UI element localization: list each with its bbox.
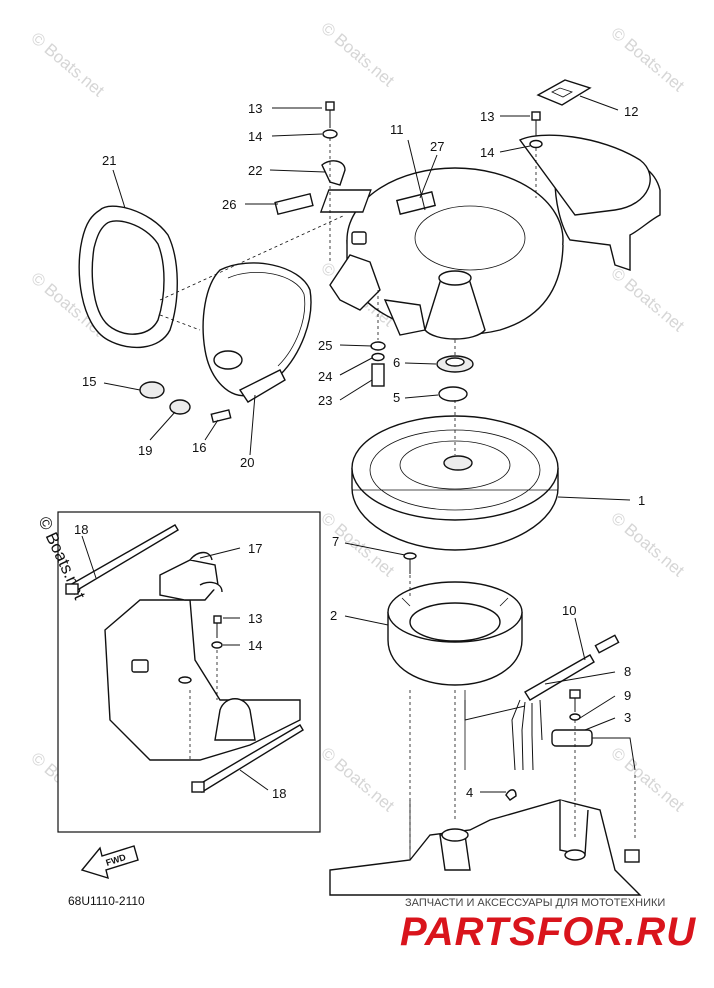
oil-seal-part xyxy=(436,355,474,373)
washer-part xyxy=(438,386,468,402)
washer-part xyxy=(371,352,385,362)
callout-16: 16 xyxy=(192,440,206,455)
watermark-text: © Boats.net xyxy=(27,29,108,101)
air-duct-part xyxy=(202,262,312,403)
callout-13: 13 xyxy=(248,611,262,626)
watermark-text: © Boats.net xyxy=(607,509,688,581)
callout-3: 3 xyxy=(624,710,631,725)
callout-14: 14 xyxy=(248,129,262,144)
cap-part xyxy=(139,381,165,399)
pulser-coil-part xyxy=(551,689,640,863)
collar-part xyxy=(505,789,517,801)
callout-14: 14 xyxy=(248,638,262,653)
callout-24: 24 xyxy=(318,369,332,384)
watermark-text: © Boats.net xyxy=(317,19,398,91)
bolt-part xyxy=(371,363,385,387)
callout-10: 10 xyxy=(562,603,576,618)
callout-25: 25 xyxy=(318,338,332,353)
callout-26: 26 xyxy=(222,197,236,212)
callout-22: 22 xyxy=(248,163,262,178)
watermark-text: © Boats.net xyxy=(607,744,688,816)
label-part xyxy=(210,409,232,423)
callout-7: 7 xyxy=(332,534,339,549)
callout-14: 14 xyxy=(480,145,494,160)
callout-11: 11 xyxy=(390,122,404,137)
label-part xyxy=(395,191,437,215)
callout-19: 19 xyxy=(138,443,152,458)
callout-17: 17 xyxy=(248,541,262,556)
callout-5: 5 xyxy=(393,390,400,405)
forward-arrow-icon: FWD xyxy=(80,845,139,880)
brand-logo: ЗАПЧАСТИ И АКСЕССУАРЫ ДЛЯ МОТОТЕХНИКИ PA… xyxy=(400,897,696,954)
callout-1: 1 xyxy=(638,493,645,508)
sheet-part xyxy=(274,192,314,216)
callout-9: 9 xyxy=(624,688,631,703)
engine-block-part xyxy=(329,690,642,896)
callout-27: 27 xyxy=(430,139,444,154)
callout-13: 13 xyxy=(480,109,494,124)
callout-labels: 1 2 3 4 5 6 7 8 9 10 11 12 13 13 13 14 1… xyxy=(74,101,645,801)
stator-part xyxy=(387,581,523,686)
callout-13: 13 xyxy=(248,101,262,116)
callout-18: 18 xyxy=(272,786,286,801)
washer-part xyxy=(370,341,386,351)
seal-part xyxy=(78,205,178,349)
callout-2: 2 xyxy=(330,608,337,623)
callout-23: 23 xyxy=(318,393,332,408)
watermark-text: © Boats.net xyxy=(607,24,688,96)
brand-logo-text: PARTSFOR.RU xyxy=(400,910,696,954)
watermark-text: © Boats.net xyxy=(607,264,688,336)
clip-part xyxy=(321,160,346,186)
callout-4: 4 xyxy=(466,785,473,800)
callout-21: 21 xyxy=(102,153,116,168)
callout-18: 18 xyxy=(74,522,88,537)
callout-8: 8 xyxy=(624,664,631,679)
callout-6: 6 xyxy=(393,355,400,370)
watermark-text: © Boats.net xyxy=(317,744,398,816)
callout-15: 15 xyxy=(82,374,96,389)
brand-tagline: ЗАПЧАСТИ И АКСЕССУАРЫ ДЛЯ МОТОТЕХНИКИ xyxy=(405,897,665,909)
callout-12: 12 xyxy=(624,104,638,119)
bolt-part xyxy=(322,101,543,149)
decal-part xyxy=(536,79,592,106)
cap-part xyxy=(169,399,191,415)
assembly-guide-lines xyxy=(159,138,576,850)
diagram-code: 68U1110-2110 xyxy=(68,894,145,908)
detail-inset: © Boats.net xyxy=(34,511,321,833)
screw-part xyxy=(403,552,417,574)
callout-20: 20 xyxy=(240,455,254,470)
flywheel-part xyxy=(351,415,559,551)
leader-lines xyxy=(81,95,631,793)
